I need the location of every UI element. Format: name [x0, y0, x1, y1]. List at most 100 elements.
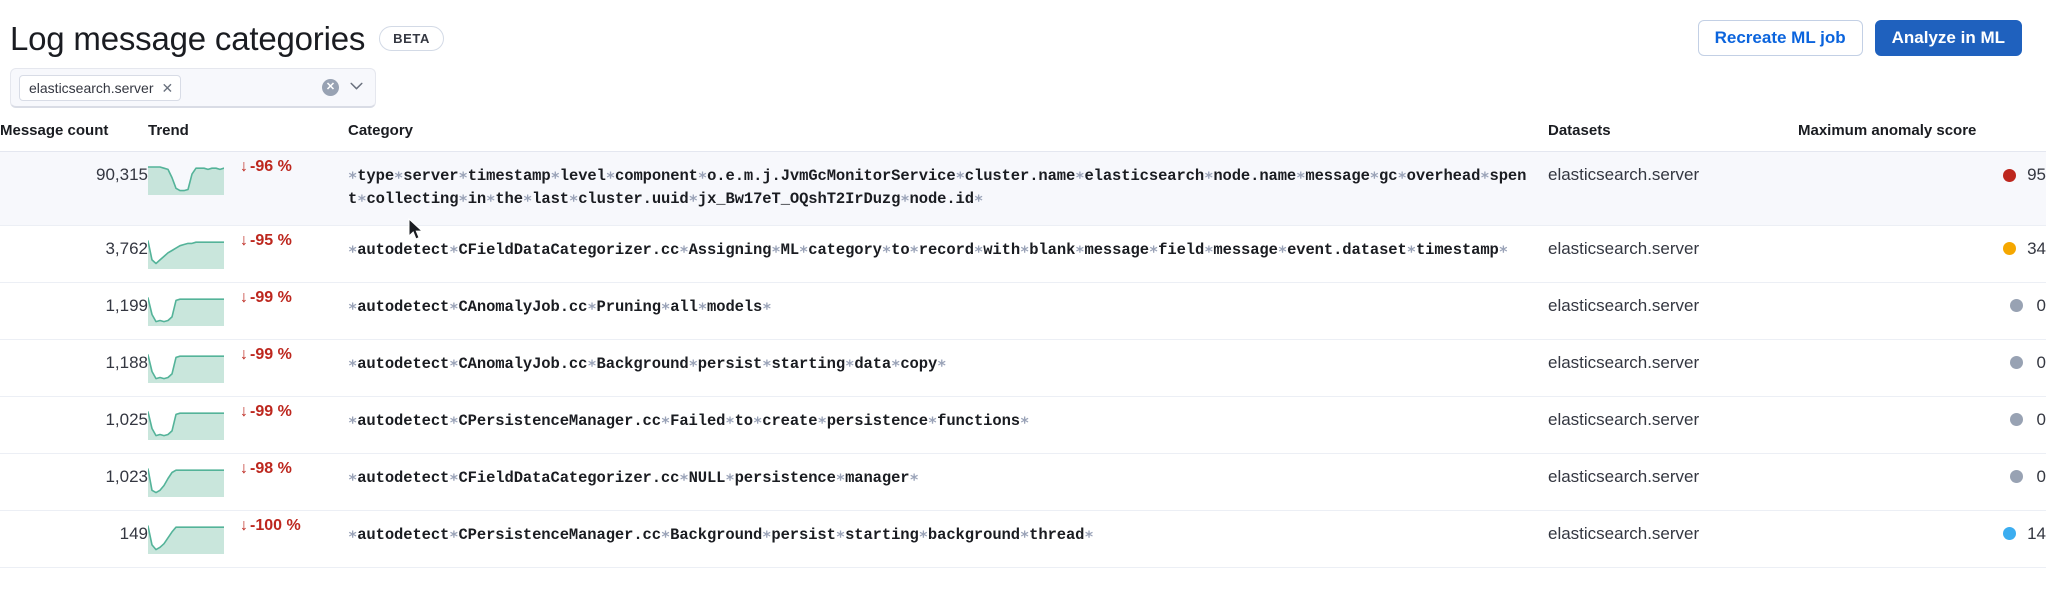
arrow-down-icon: ↓ — [240, 345, 248, 363]
token-separator: ∗ — [799, 240, 809, 259]
token-separator: ∗ — [753, 411, 763, 430]
token-separator: ∗ — [725, 411, 735, 430]
cell-message-count: 149 — [0, 510, 148, 568]
chevron-down-icon[interactable] — [348, 77, 365, 99]
status-badge: 0 — [2010, 296, 2046, 316]
column-header-max-anomaly-score[interactable]: Maximum anomaly score — [1798, 122, 2046, 152]
column-header-message-count[interactable]: Message count — [0, 122, 148, 152]
cell-anomaly-score: 14 — [1798, 510, 2046, 568]
cell-trend: ↓-99 % — [148, 396, 348, 454]
category-text: ∗autodetect∗CAnomalyJob.cc∗Pruning∗all∗m… — [348, 297, 772, 316]
token-separator: ∗ — [1296, 167, 1306, 185]
column-header-category[interactable]: Category — [348, 122, 1548, 152]
cell-message-count: 1,023 — [0, 453, 148, 511]
token-separator: ∗ — [725, 468, 735, 487]
token-separator: ∗ — [348, 240, 358, 259]
arrow-down-icon: ↓ — [240, 158, 248, 175]
token-separator: ∗ — [762, 525, 772, 544]
table-row[interactable]: 1,023↓-98 %∗autodetect∗CFieldDataCategor… — [0, 453, 2046, 511]
status-badge: 34 — [2003, 239, 2046, 259]
token-separator: ∗ — [1480, 167, 1490, 185]
token-separator: ∗ — [568, 190, 579, 209]
table-body: 90,315↓-96 %∗type∗server∗timestamp∗level… — [0, 151, 2046, 568]
token-separator: ∗ — [688, 190, 698, 209]
token-separator: ∗ — [937, 354, 947, 373]
token-separator: ∗ — [348, 167, 358, 185]
filter-pill[interactable]: elasticsearch.server ✕ — [19, 74, 182, 101]
token-separator: ∗ — [357, 190, 367, 209]
trend-sparkline — [148, 296, 348, 326]
table-row[interactable]: 3,762↓-95 %∗autodetect∗CFieldDataCategor… — [0, 225, 2046, 283]
cell-message-count: 3,762 — [0, 225, 148, 283]
token-separator: ∗ — [587, 297, 597, 316]
table-row[interactable]: 149 ↓-100 % ∗autodetect∗CPersistenceManage… — [0, 510, 2046, 568]
trend-delta: ↓-96 % — [240, 158, 292, 175]
recreate-ml-job-button[interactable]: Recreate ML job — [1697, 20, 1863, 56]
cell-dataset: elasticsearch.server — [1548, 151, 1798, 226]
token-separator: ∗ — [1498, 240, 1508, 259]
column-header-trend[interactable]: Trend — [148, 122, 348, 152]
dataset-filter-combobox[interactable]: elasticsearch.server ✕ ✕ — [10, 68, 376, 108]
cell-category: ∗autodetect∗CPersistenceManager.cc∗Backg… — [348, 510, 1548, 568]
cell-dataset: elasticsearch.server — [1548, 339, 1798, 397]
analyze-in-ml-button[interactable]: Analyze in ML — [1874, 20, 2022, 56]
anomaly-score-value: 0 — [2036, 466, 2046, 486]
cell-trend: ↓-100 % — [148, 510, 348, 568]
beta-badge: BETA — [379, 25, 444, 51]
anomaly-score-value: 0 — [2036, 409, 2046, 429]
token-separator: ∗ — [697, 297, 708, 316]
token-separator: ∗ — [697, 167, 708, 185]
cross-icon[interactable]: ✕ — [161, 79, 174, 96]
cell-dataset: elasticsearch.server — [1548, 396, 1798, 454]
status-badge: 0 — [2010, 467, 2046, 487]
filter-pill-label: elasticsearch.server — [29, 79, 154, 96]
table-row[interactable]: 1,025↓-99 %∗autodetect∗CPersistenceManag… — [0, 396, 2046, 454]
token-separator: ∗ — [449, 525, 459, 544]
token-separator: ∗ — [835, 468, 846, 487]
severity-dot-icon — [2003, 242, 2017, 255]
table-row[interactable]: 90,315↓-96 %∗type∗server∗timestamp∗level… — [0, 151, 2046, 226]
status-badge: 0 — [2010, 353, 2046, 373]
table-row[interactable]: 1,188↓-99 %∗autodetect∗CAnomalyJob.cc∗Ba… — [0, 339, 2046, 397]
token-separator: ∗ — [817, 411, 827, 430]
title-group: Log message categories BETA — [10, 22, 444, 55]
table-row[interactable]: 1,199↓-99 %∗autodetect∗CAnomalyJob.cc∗Pr… — [0, 282, 2046, 340]
cell-anomaly-score: 0 — [1798, 282, 2046, 340]
trend-delta: ↓-100 % — [240, 516, 301, 534]
severity-dot-icon — [2003, 527, 2017, 540]
cell-message-count: 90,315 — [0, 151, 148, 226]
token-separator: ∗ — [1019, 411, 1030, 430]
token-separator: ∗ — [900, 190, 910, 209]
token-separator: ∗ — [348, 468, 358, 487]
cell-category: ∗autodetect∗CAnomalyJob.cc∗Pruning∗all∗m… — [348, 282, 1548, 340]
token-separator: ∗ — [605, 167, 616, 185]
category-text: ∗autodetect∗CFieldDataCategorizer.cc∗Ass… — [348, 240, 1508, 259]
cell-dataset: elasticsearch.server — [1548, 282, 1798, 340]
cell-message-count: 1,188 — [0, 339, 148, 397]
page-title: Log message categories — [10, 19, 366, 57]
column-header-datasets[interactable]: Datasets — [1548, 122, 1798, 152]
token-separator: ∗ — [918, 525, 928, 544]
category-text: ∗autodetect∗CFieldDataCategorizer.cc∗NUL… — [348, 468, 919, 487]
clear-all-icon[interactable]: ✕ — [322, 79, 339, 96]
trend-sparkline — [148, 165, 348, 195]
token-separator: ∗ — [550, 167, 560, 185]
token-separator: ∗ — [909, 240, 919, 259]
trend-sparkline — [148, 239, 348, 269]
cell-category: ∗autodetect∗CAnomalyJob.cc∗Background∗pe… — [348, 339, 1548, 397]
cell-trend: ↓-99 % — [148, 282, 348, 340]
cell-anomaly-score: 34 — [1798, 225, 2046, 283]
token-separator: ∗ — [522, 190, 533, 209]
token-separator: ∗ — [449, 297, 459, 316]
severity-dot-icon — [2010, 470, 2023, 483]
cell-trend: ↓-98 % — [148, 453, 348, 511]
arrow-down-icon: ↓ — [240, 459, 248, 477]
token-separator: ∗ — [1406, 240, 1416, 259]
token-separator: ∗ — [1369, 167, 1380, 185]
token-separator: ∗ — [1148, 240, 1159, 259]
token-separator: ∗ — [891, 354, 901, 373]
token-separator: ∗ — [1204, 167, 1214, 185]
token-separator: ∗ — [845, 354, 855, 373]
token-separator: ∗ — [835, 525, 846, 544]
token-separator: ∗ — [679, 240, 689, 259]
